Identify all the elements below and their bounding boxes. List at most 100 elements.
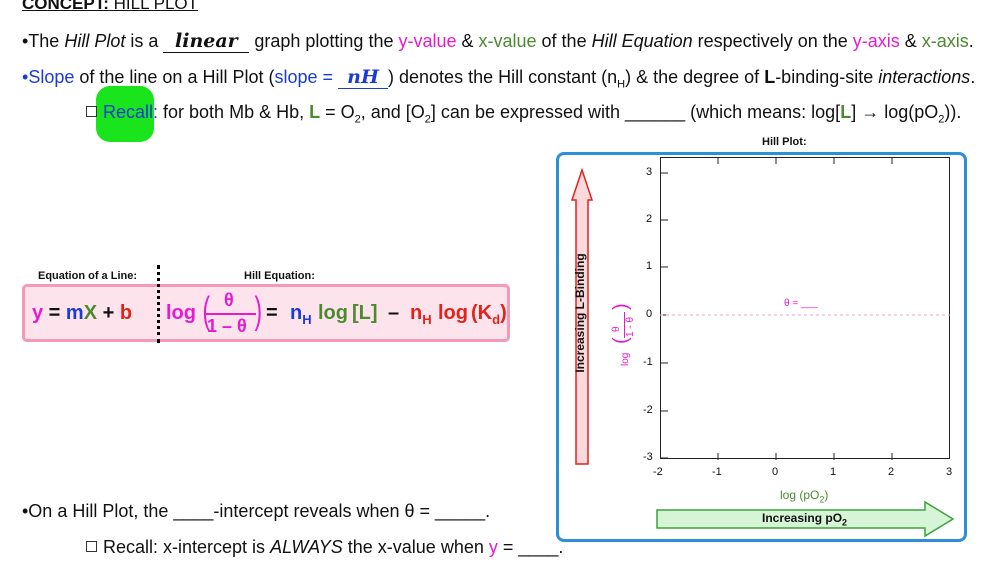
hill-plot-term: Hill Plot [64, 31, 126, 51]
ligand-L: L [840, 102, 852, 122]
eq-log: log [438, 302, 468, 324]
x-axis-label: log (pO2) [780, 488, 828, 504]
x-tick-label: -1 [712, 466, 722, 478]
x-value-term: x-value [478, 31, 537, 51]
eq-theta: θ [224, 290, 234, 310]
text: . [558, 537, 564, 557]
fraction-bar [206, 313, 256, 315]
text: for both Mb & Hb, [158, 102, 310, 122]
paren-open: ( [202, 290, 211, 332]
bullet-intercept: •On a Hill Plot, the ____-intercept reve… [22, 501, 490, 522]
line-equation: y = mX + b [32, 302, 132, 325]
text: •The [22, 31, 65, 51]
text: ] can be expressed with [430, 102, 626, 122]
y-tick-label: -3 [643, 451, 653, 463]
recall-label: Recall: [103, 102, 159, 122]
text: . [970, 67, 976, 87]
checkbox-icon [86, 541, 97, 552]
equation-box [22, 284, 510, 342]
y-tick-label: 1 [646, 260, 653, 272]
x-axis-term: x-axis [921, 31, 969, 51]
text: is a [125, 31, 164, 51]
eq-log: log [166, 302, 196, 324]
eq-plus: + [97, 302, 120, 324]
subscript: d [492, 312, 501, 327]
y-axis-term: y-axis [852, 31, 900, 51]
hill-equation-label: Hill Equation: [244, 270, 315, 282]
text: of the [536, 31, 592, 51]
interactions-term: interactions [878, 67, 971, 87]
paren-open: ( [610, 337, 632, 344]
blank: ____ [173, 501, 214, 521]
y-tick-label: 0 [646, 308, 653, 320]
subscript: 2 [424, 113, 431, 126]
eq-b: b [119, 302, 133, 324]
checkbox-icon [86, 106, 97, 117]
paren-close: ) [610, 303, 632, 310]
ligand-L: L [764, 67, 776, 87]
text: )). [944, 102, 962, 122]
x-tick-label: 0 [772, 466, 779, 478]
concept-title: HILL PLOT [113, 0, 199, 13]
eq-nh2: nH [410, 302, 432, 327]
blank: ______ [625, 102, 686, 122]
theta-label: θ = ___ [784, 298, 818, 309]
y-arrow-label: Increasing L-Binding [573, 253, 587, 373]
eq-log: log [318, 302, 348, 324]
concept-label: CONCEPT: [22, 0, 109, 13]
y-arrow [570, 167, 594, 465]
y-tick-label: 2 [646, 213, 653, 225]
text: -binding-site [775, 67, 879, 87]
eq-L: [L] [352, 302, 378, 324]
text: , and [O [360, 102, 425, 122]
hill-plot-title: Hill Plot: [762, 136, 807, 148]
text: . [485, 501, 491, 521]
text: graph plotting the [249, 31, 399, 51]
eq-equals: = [43, 302, 66, 324]
subscript: 2 [354, 113, 361, 126]
y-tick-label: -1 [643, 356, 653, 368]
recall-x-intercept: Recall: x-intercept is ALWAYS the x-valu… [86, 537, 563, 558]
y-term: y [488, 537, 498, 557]
eq-one-minus-theta: 1 – θ [207, 316, 247, 336]
x-tick-label: -2 [653, 466, 663, 478]
answer-nh: nH [338, 66, 389, 89]
x-tick-label: 1 [830, 466, 837, 478]
eq-equals: = [266, 302, 278, 324]
x-arrow-shape [656, 500, 955, 538]
y-axis-label: log ( θ 1 - θ ) [610, 296, 638, 366]
y-axis-log: log [620, 352, 631, 366]
subscript: 2 [842, 517, 848, 528]
eq-y: y [32, 302, 44, 324]
eq-kd: (Kd) [471, 302, 507, 327]
y-arrow-shape [570, 167, 594, 465]
y-tick-label: 3 [646, 166, 653, 178]
text: & [899, 31, 922, 51]
subscript: 2 [938, 113, 945, 126]
text: Recall: x-intercept is [103, 537, 271, 557]
n-symbol: n [290, 302, 303, 324]
plot-area [660, 157, 950, 459]
blank: ____ [518, 537, 559, 557]
text: ] → log(pO [851, 102, 939, 122]
bullet-hill-plot-definition: •The Hill Plot is a linear graph plottin… [22, 30, 974, 53]
x-tick-label: 3 [946, 466, 953, 478]
recall-oxygen: Recall: for both Mb & Hb, L = O2, and [O… [86, 102, 961, 126]
y-axis-one-minus-theta: 1 - θ [625, 316, 636, 337]
slope-equals: slope = [274, 67, 339, 87]
text: •On a Hill Plot, the [22, 501, 174, 521]
dotted-separator [157, 265, 160, 343]
equation-of-line-label: Equation of a Line: [38, 270, 137, 282]
eq-nh: nH [290, 302, 312, 327]
text: ) & the degree of [625, 67, 765, 87]
x-axis-text: log (pO [780, 488, 820, 502]
ligand-L: L [309, 102, 321, 122]
text: . [968, 31, 974, 51]
text: of the line on a Hill Plot ( [74, 67, 275, 87]
x-arrow-label: Increasing pO2 [762, 511, 847, 527]
n-symbol: n [410, 302, 423, 324]
bullet-dot: • [22, 67, 29, 87]
eq-m: m [65, 302, 84, 324]
x-ticks [717, 157, 893, 460]
slope-term: Slope [28, 67, 75, 87]
